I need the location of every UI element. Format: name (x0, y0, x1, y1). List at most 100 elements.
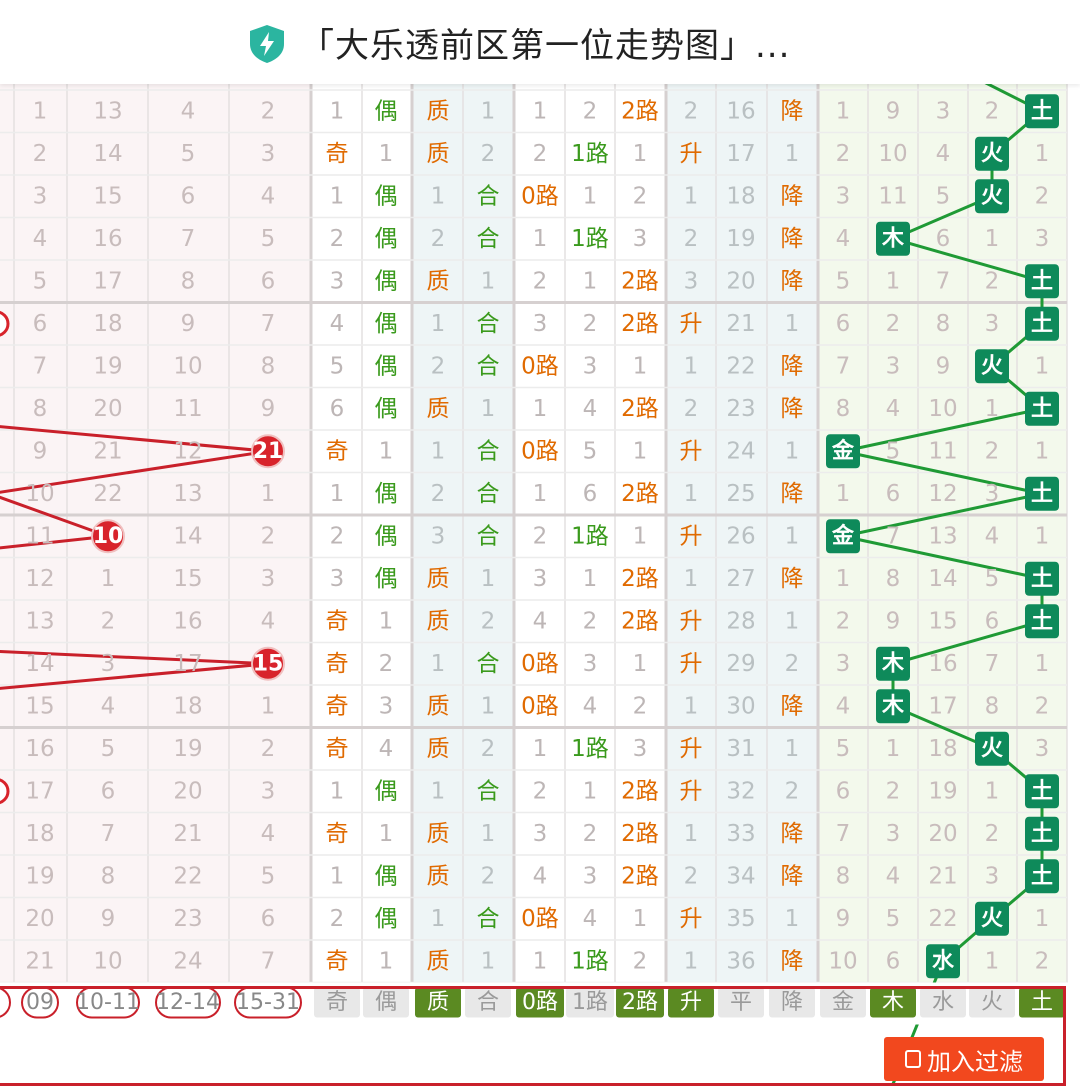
add-filter-button[interactable]: 加入过滤 (884, 1037, 1044, 1081)
range-filter-label: 12-14 (156, 990, 220, 1015)
five-element-tag-label: 土 (1031, 99, 1053, 124)
partial-ball-edge (0, 310, 10, 337)
five-element-cell: 1 (886, 268, 901, 294)
trend-cell: 2 (785, 651, 800, 677)
prime-composite-cell: 2 (481, 141, 496, 167)
five-element-tag-label: 火 (981, 354, 1003, 379)
miss-cell: 11 (25, 523, 54, 549)
road-cell: 0路 (521, 438, 559, 464)
five-element-tag (1025, 306, 1059, 341)
five-element-cell: 2 (836, 608, 851, 634)
category-filter-option (969, 987, 1015, 1018)
five-element-cell: 7 (886, 523, 901, 549)
miss-cell: 4 (33, 226, 48, 252)
five-element-cell: 2 (985, 438, 1000, 464)
miss-cell: 10 (25, 481, 54, 507)
odd-even-cell: 奇 (326, 693, 349, 719)
category-filter-option (769, 987, 815, 1018)
odd-even-cell: 偶 (375, 481, 398, 507)
prime-composite-cell: 合 (477, 353, 500, 379)
five-element-cell: 8 (836, 863, 851, 889)
five-element-cell: 10 (878, 141, 907, 167)
five-element-tag (876, 646, 910, 681)
miss-cell: 7 (33, 353, 48, 379)
five-element-tag (876, 221, 910, 256)
five-element-cell: 1 (1035, 523, 1050, 549)
five-element-tag (876, 689, 910, 724)
five-element-cell: 1 (1035, 438, 1050, 464)
prime-composite-cell: 合 (477, 778, 500, 804)
prime-composite-cell: 质 (427, 821, 450, 847)
road-cell: 2路 (621, 863, 659, 889)
five-element-tag-label: 土 (1031, 609, 1053, 634)
road-cell: 1 (533, 396, 548, 422)
category-filter-label: 降 (781, 990, 803, 1015)
prime-composite-cell: 质 (427, 693, 450, 719)
trend-cell: 2 (684, 98, 699, 124)
odd-even-cell: 偶 (375, 98, 398, 124)
five-element-cell: 2 (886, 311, 901, 337)
five-element-cell: 1 (1035, 906, 1050, 932)
miss-cell: 4 (261, 183, 276, 209)
road-cell: 2 (633, 948, 648, 974)
road-cell: 2 (633, 183, 648, 209)
five-element-cell: 2 (985, 98, 1000, 124)
miss-cell: 2 (261, 523, 276, 549)
road-cell: 0路 (521, 183, 559, 209)
five-element-cell: 3 (1035, 226, 1050, 252)
five-element-tag-label: 土 (1031, 269, 1053, 294)
trend-cell: 20 (726, 268, 755, 294)
five-element-cell: 22 (928, 906, 957, 932)
five-element-cell: 5 (936, 183, 951, 209)
trend-cell: 升 (680, 736, 703, 762)
five-element-cell: 5 (886, 438, 901, 464)
add-filter-label: 加入过滤 (927, 1047, 1023, 1076)
category-filter-option (718, 987, 764, 1018)
five-element-cell: 8 (886, 566, 901, 592)
five-element-tag (1025, 604, 1059, 639)
five-element-tag (1025, 859, 1059, 894)
trend-cell: 降 (781, 183, 804, 209)
trend-cell: 31 (726, 736, 755, 762)
miss-cell: 13 (25, 608, 54, 634)
miss-cell: 18 (173, 693, 202, 719)
prime-composite-cell: 质 (427, 268, 450, 294)
trend-cell: 2 (785, 778, 800, 804)
road-cell: 2路 (621, 311, 659, 337)
five-element-cell: 5 (886, 906, 901, 932)
five-element-tag (975, 731, 1009, 766)
five-element-tag-label: 火 (981, 141, 1003, 166)
miss-cell: 23 (173, 906, 202, 932)
miss-cell: 10 (173, 353, 202, 379)
road-cell: 1 (533, 226, 548, 252)
road-cell: 2路 (621, 821, 659, 847)
odd-even-cell: 奇 (326, 141, 349, 167)
five-element-cell: 9 (836, 906, 851, 932)
odd-even-cell: 1 (379, 821, 394, 847)
five-element-cell: 3 (985, 481, 1000, 507)
road-cell: 2路 (621, 566, 659, 592)
category-filter-label: 平 (730, 990, 752, 1015)
trend-cell: 降 (781, 481, 804, 507)
road-cell: 3 (533, 821, 548, 847)
five-element-tag (826, 434, 860, 469)
odd-even-cell: 3 (330, 268, 345, 294)
category-filter-selected (1019, 987, 1065, 1018)
road-cell: 3 (533, 566, 548, 592)
trend-cell: 1 (684, 948, 699, 974)
category-filter-option (465, 987, 511, 1018)
odd-even-cell: 2 (330, 226, 345, 252)
road-cell: 1 (533, 736, 548, 762)
miss-cell: 8 (101, 863, 116, 889)
five-element-cell: 1 (985, 226, 1000, 252)
miss-cell: 7 (261, 311, 276, 337)
odd-even-cell: 偶 (375, 778, 398, 804)
five-element-cell: 3 (836, 651, 851, 677)
road-cell: 1 (633, 651, 648, 677)
miss-cell: 17 (173, 651, 202, 677)
prime-composite-cell: 合 (477, 183, 500, 209)
trend-cell: 1 (785, 141, 800, 167)
miss-cell: 1 (101, 566, 116, 592)
odd-even-cell: 奇 (326, 821, 349, 847)
